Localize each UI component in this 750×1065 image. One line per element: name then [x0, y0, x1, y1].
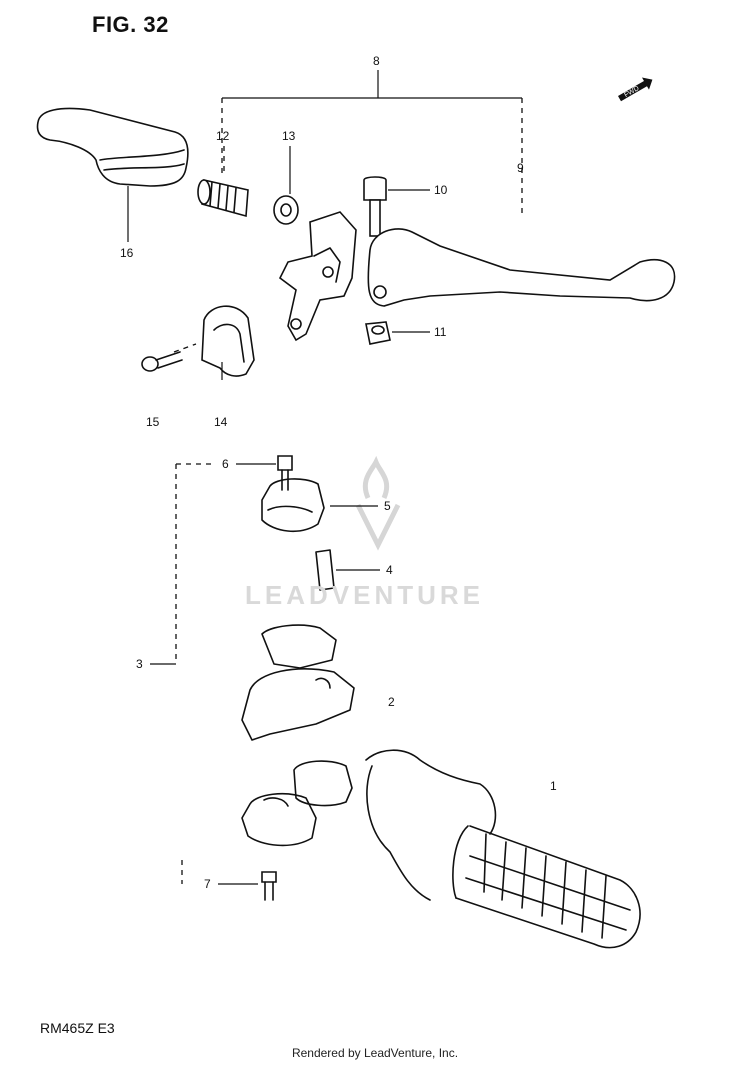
part-6-screw: [277, 455, 293, 491]
callout-11: 11: [434, 325, 447, 339]
part-7-screw: [261, 871, 277, 901]
callout-6: 6: [222, 457, 229, 471]
callout-14: 14: [214, 415, 228, 429]
leader-lines: [127, 70, 523, 885]
part-4-switch-button: [315, 549, 335, 591]
part-13-washer: [273, 195, 299, 225]
part-8-lever-holder: [278, 211, 357, 342]
watermark-text: LEADVENTURE: [245, 580, 485, 610]
part-14-clamp: [201, 305, 255, 377]
callout-3: 3: [136, 657, 143, 671]
part-12-adjuster: [197, 179, 249, 218]
fwd-arrow-icon: FWD: [618, 77, 653, 102]
watermark-logo: [355, 455, 401, 551]
callout-10: 10: [434, 183, 448, 197]
part-1-grip: [365, 749, 641, 949]
callout-13: 13: [282, 129, 296, 143]
callout-5: 5: [384, 499, 391, 513]
callout-16: 16: [120, 246, 134, 260]
part-11-nut: [365, 321, 391, 345]
callout-8: 8: [373, 54, 380, 68]
callout-2: 2: [388, 695, 395, 709]
fwd-label: FWD: [623, 85, 640, 99]
figure-title: FIG. 32: [92, 12, 169, 37]
part-5-upper-housing: [261, 478, 325, 533]
callout-labels: 8 9 12 13 10 11 16 15 14 6 5 4 3 2 1 7: [120, 54, 557, 891]
model-code: RM465Z E3: [40, 1020, 115, 1036]
part-2-switch-body: [241, 624, 355, 741]
callout-15: 15: [146, 415, 160, 429]
callout-7: 7: [204, 877, 211, 891]
render-credit: Rendered by LeadVenture, Inc.: [291, 1046, 459, 1060]
part-16-lever-cover: [36, 107, 189, 187]
lower-switch-housing: [241, 760, 353, 847]
callout-9: 9: [517, 161, 524, 175]
callout-12: 12: [216, 129, 230, 143]
part-15-screw: [141, 351, 183, 372]
callout-4: 4: [386, 563, 393, 577]
part-9-clutch-lever: [367, 228, 676, 307]
callout-1: 1: [550, 779, 557, 793]
part-10-pivot-bolt: [363, 176, 387, 237]
